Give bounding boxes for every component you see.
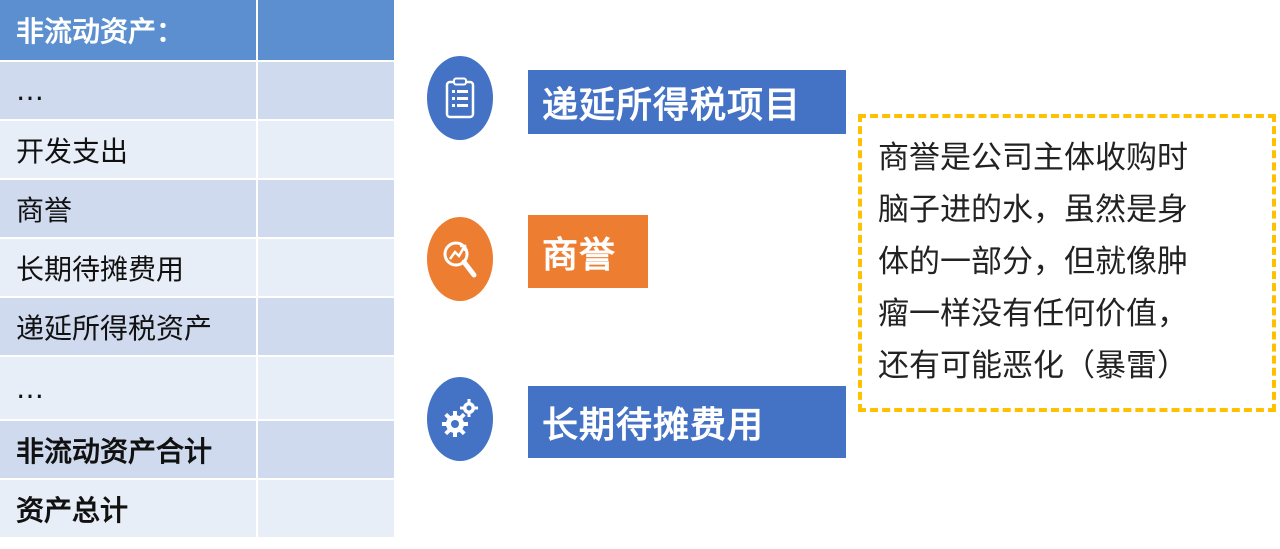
table-row-total: 资产总计 — [0, 480, 394, 539]
table-row-value-cell — [258, 239, 394, 298]
magnifier-chart-icon — [427, 217, 493, 301]
table-row-value-cell — [258, 62, 394, 121]
asset-table: 非流动资产： … 开发支出 商誉 长期待摊费用 递延所得税资产 … 非流动资产 — [0, 0, 394, 539]
table-row-value-cell — [258, 298, 394, 357]
table-row-label: 递延所得税资产 — [0, 298, 258, 357]
callout-line: 体的一部分，但就像肿 — [878, 244, 1188, 280]
table-row-subtotal: 非流动资产合计 — [0, 421, 394, 480]
table-header-label: 非流动资产： — [0, 0, 258, 62]
callout-line: 商誉是公司主体收购时 — [878, 140, 1188, 176]
table-row: 递延所得税资产 — [0, 298, 394, 357]
table-row-label: 非流动资产合计 — [0, 421, 258, 480]
clipboard-icon — [427, 56, 493, 140]
table-row-value-cell — [258, 180, 394, 239]
table-row: 商誉 — [0, 180, 394, 239]
table-row: … — [0, 357, 394, 421]
table-row-value-cell — [258, 121, 394, 180]
table-row-label: 长期待摊费用 — [0, 239, 258, 298]
goodwill-explanation-callout: 商誉是公司主体收购时 脑子进的水，虽然是身 体的一部分，但就像肿 瘤一样没有任何… — [858, 114, 1276, 412]
table-row-value-cell — [258, 480, 394, 539]
item-label-long-term-prepaid: 长期待摊费用 — [528, 386, 846, 458]
table-row: … — [0, 62, 394, 121]
table-row-label: … — [0, 357, 258, 421]
gears-icon — [427, 377, 493, 461]
table-header-value-cell — [258, 0, 394, 62]
item-label-deferred-tax: 递延所得税项目 — [528, 70, 846, 134]
table-row: 开发支出 — [0, 121, 394, 180]
table-row-value-cell — [258, 357, 394, 421]
callout-line: 还有可能恶化（暴雷） — [878, 348, 1188, 384]
item-label-goodwill: 商誉 — [528, 215, 648, 288]
table-header-row: 非流动资产： — [0, 0, 394, 62]
table-row-value-cell — [258, 421, 394, 480]
table-row-label: 开发支出 — [0, 121, 258, 180]
callout-line: 瘤一样没有任何价值， — [878, 296, 1188, 332]
callout-line: 脑子进的水，虽然是身 — [878, 192, 1188, 228]
table-row: 长期待摊费用 — [0, 239, 394, 298]
table-row-label: 资产总计 — [0, 480, 258, 539]
table-row-label: 商誉 — [0, 180, 258, 239]
table-row-label: … — [0, 62, 258, 121]
